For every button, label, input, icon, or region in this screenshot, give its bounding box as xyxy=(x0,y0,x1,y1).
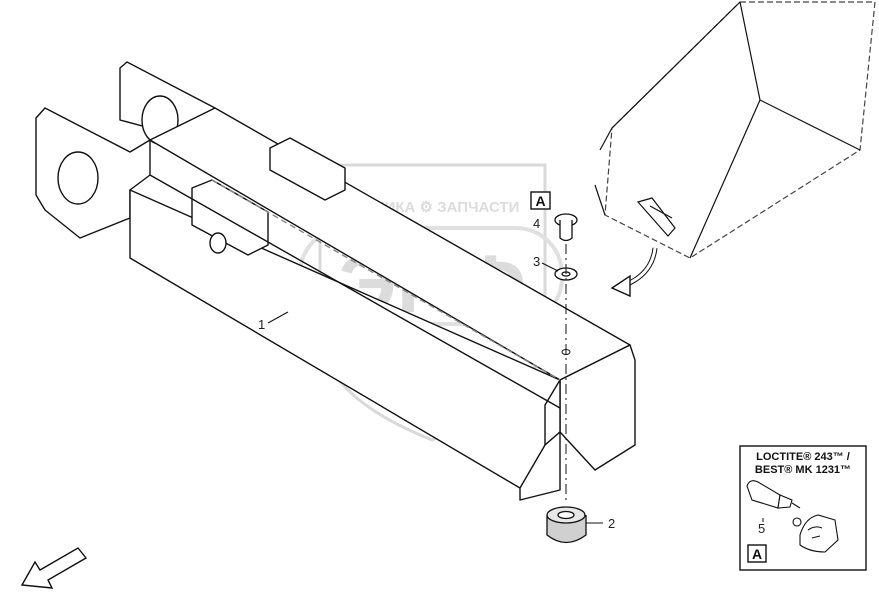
svg-text:5: 5 xyxy=(758,521,765,536)
hand-icon xyxy=(799,514,839,553)
callout-part-1: 1 xyxy=(258,311,289,332)
callout-part-4: 4 xyxy=(533,216,540,231)
svg-text:3: 3 xyxy=(533,254,540,269)
loctite-bottle-icon xyxy=(746,480,802,527)
callout-part-3: 3 xyxy=(533,254,559,272)
rubber-pad xyxy=(546,506,587,544)
direction-arrow-icon xyxy=(20,547,88,589)
svg-text:1: 1 xyxy=(258,317,265,332)
frame-bracket xyxy=(35,61,636,501)
svg-text:4: 4 xyxy=(533,216,540,231)
svg-text:A: A xyxy=(752,546,762,562)
svg-text:LOCTITE® 243™ /: LOCTITE® 243™ / xyxy=(756,451,850,463)
detail-marker: A xyxy=(530,191,551,210)
grain-tank xyxy=(594,1,876,259)
svg-text:2: 2 xyxy=(608,516,615,531)
bolt xyxy=(554,213,578,242)
threadlocker-note: LOCTITE® 243™ / BEST® MK 1231™ 5 A xyxy=(739,445,867,571)
callout-part-2: 2 xyxy=(586,516,615,531)
svg-text:A: A xyxy=(535,193,545,209)
svg-text:BEST® MK 1231™: BEST® MK 1231™ xyxy=(755,464,851,476)
